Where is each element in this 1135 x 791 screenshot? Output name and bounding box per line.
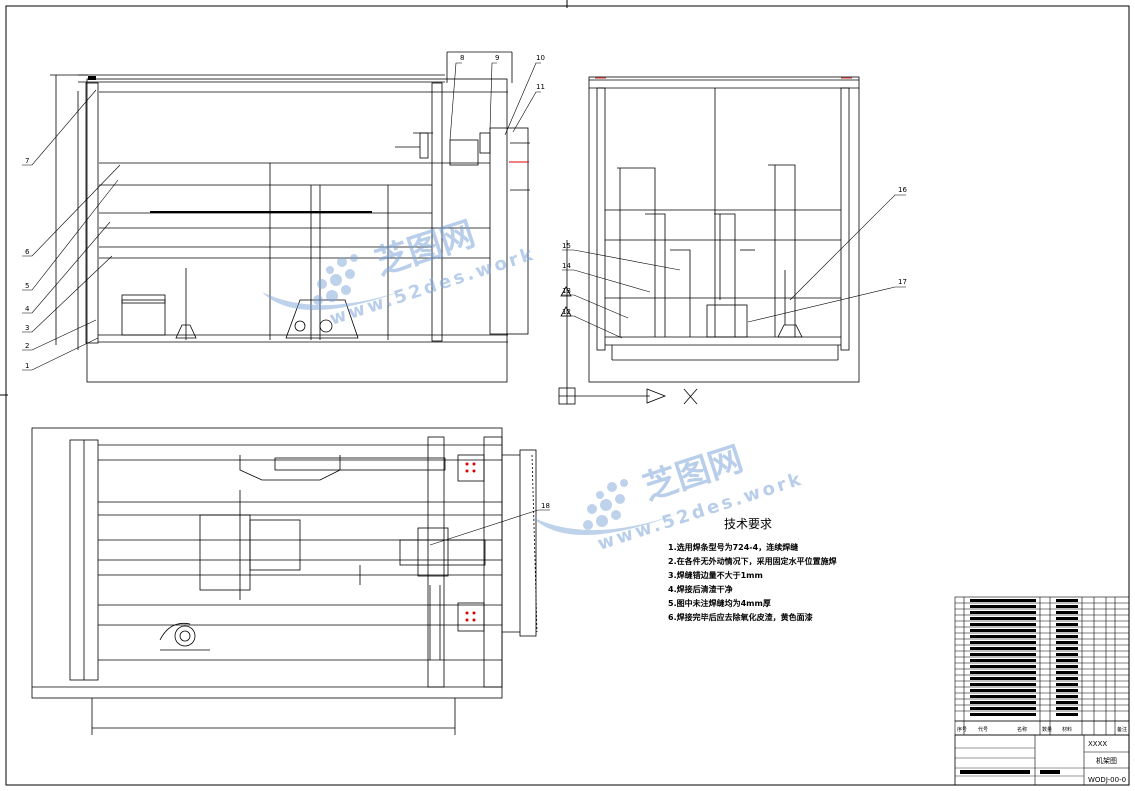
company-name: XXXX (1088, 740, 1107, 748)
header-name: 名称 (1017, 726, 1027, 733)
header-material: 材料 (1062, 726, 1072, 733)
front-balloon-labels: 1 2 3 4 5 6 7 8 9 10 11 (25, 54, 545, 370)
balloon-8: 8 (460, 54, 464, 62)
parts-list-header: 序号 代号 名称 数量 材料 备注 (954, 720, 1130, 736)
header-remark: 备注 (1117, 726, 1127, 733)
front-view (50, 51, 530, 383)
balloon-16: 16 (898, 186, 907, 194)
tech-note-4: 4.焊接后清渣干净 (668, 584, 733, 594)
tech-note-5: 5.图中未注焊缝均为4mm厚 (668, 598, 771, 608)
tech-note-2: 2.在各件无外动情况下，采用固定水平位置施焊 (668, 556, 837, 566)
plan-red-marks (465, 462, 476, 622)
balloon-9: 9 (495, 54, 499, 62)
front-leaders (22, 62, 541, 371)
balloon-3: 3 (25, 324, 29, 332)
header-qty: 数量 (1042, 726, 1052, 733)
balloon-7: 7 (25, 157, 29, 165)
plan-view (31, 427, 538, 735)
tech-note-6: 6.焊接完毕后应去除氧化皮渣，黄色面漆 (668, 612, 813, 622)
balloon-6: 6 (25, 248, 30, 256)
side-view (588, 76, 860, 383)
tech-title: 技术要求 (724, 517, 772, 531)
balloon-10: 10 (536, 54, 545, 62)
balloon-11: 11 (536, 83, 545, 91)
technical-requirements: 技术要求 1.选用焊条型号为724-4，连续焊缝 2.在各件无外动情况下，采用固… (668, 517, 837, 622)
part-name: 机架图 (1096, 756, 1117, 765)
tech-note-3: 3.焊缝错边量不大于1mm (668, 570, 763, 580)
balloon-13: 13 (562, 287, 571, 295)
balloon-15: 15 (562, 242, 571, 250)
plan-leader (429, 509, 550, 546)
title-block: XXXX 机架图 WODJ-00-0 (954, 734, 1130, 786)
header-seq: 序号 (957, 726, 967, 733)
watermark-logo-1 (262, 254, 410, 311)
balloon-17: 17 (898, 278, 907, 286)
balloon-5: 5 (25, 282, 29, 290)
watermark-logo-2 (532, 479, 680, 536)
balloon-4: 4 (25, 305, 30, 313)
watermark-2: 芝图网 www.52des.work (532, 439, 806, 555)
side-leaders (560, 194, 906, 339)
balloon-12: 12 (562, 308, 571, 316)
balloon-18: 18 (541, 502, 550, 510)
parts-list-fills (970, 599, 1078, 716)
drawing-number: WODJ-00-0 (1088, 776, 1126, 784)
tech-note-1: 1.选用焊条型号为724-4，连续焊缝 (668, 542, 798, 552)
axis-symbol (558, 240, 698, 405)
watermark-1: 芝图网 www.52des.work (262, 214, 538, 330)
header-code: 代号 (978, 726, 988, 733)
outer-border (5, 5, 1130, 786)
balloon-1: 1 (25, 362, 29, 370)
balloon-2: 2 (25, 342, 29, 350)
